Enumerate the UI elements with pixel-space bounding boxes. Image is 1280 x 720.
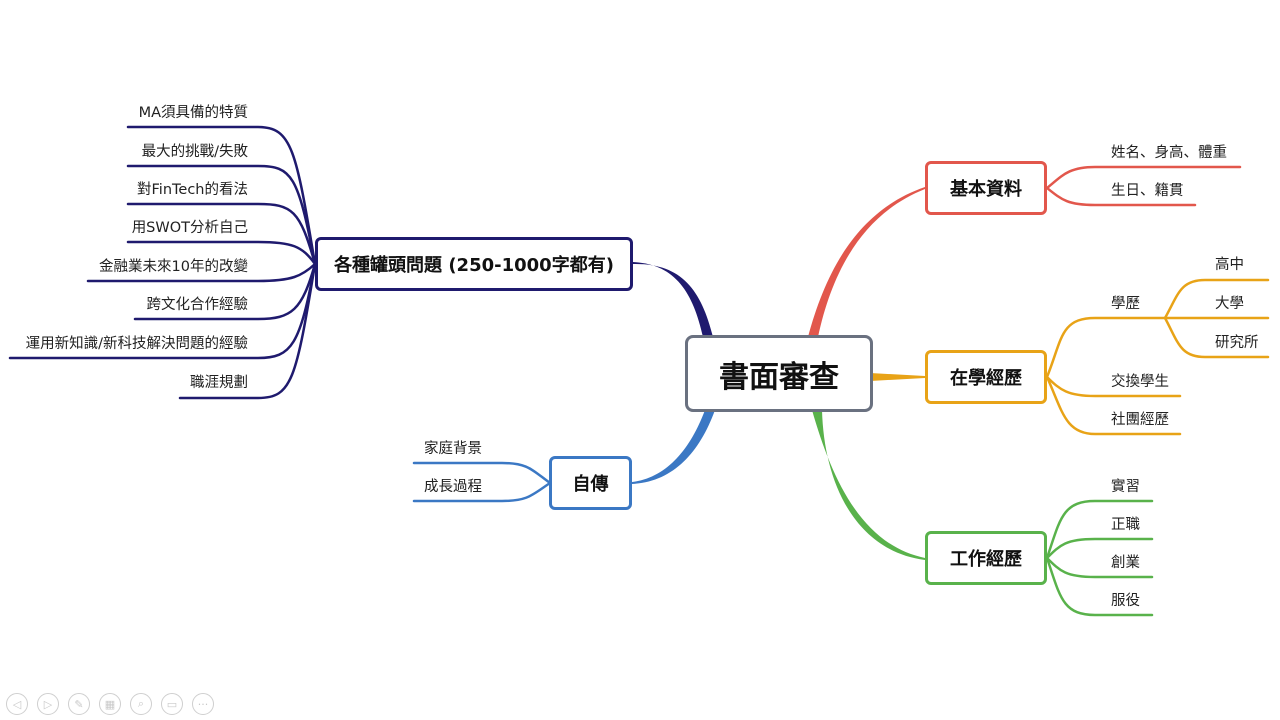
link-basic-1: [1045, 186, 1197, 207]
link-work-1: [1045, 537, 1154, 560]
subtitle-icon[interactable]: ▭: [161, 693, 183, 715]
link-essay-1: [126, 164, 317, 266]
link-autobio-1: [412, 481, 552, 503]
link-central-work: [812, 410, 925, 560]
node-autobiography[interactable]: 自傳: [549, 456, 632, 510]
link-essay-3: [126, 240, 317, 266]
leaf-essay-2[interactable]: 對FinTech的看法: [137, 182, 248, 198]
leaf-edu-1[interactable]: 大學: [1215, 296, 1244, 312]
leaf-school-0[interactable]: 交換學生: [1111, 374, 1169, 390]
link-central-essays: [633, 262, 713, 337]
leaf-edu-0[interactable]: 高中: [1215, 257, 1244, 273]
leaf-work-3[interactable]: 服役: [1111, 593, 1140, 609]
leaf-work-2[interactable]: 創業: [1111, 555, 1140, 571]
node-work-experience[interactable]: 工作經歷: [925, 531, 1047, 585]
leaf-basic-0[interactable]: 姓名、身高、體重: [1111, 145, 1227, 161]
leaf-essay-6[interactable]: 運用新知識/新科技解決問題的經驗: [25, 336, 248, 352]
link-work-3: [1045, 556, 1154, 617]
leaf-autobio-1[interactable]: 成長過程: [424, 479, 482, 495]
prev-icon[interactable]: ◁: [6, 693, 28, 715]
link-basic-0: [1045, 165, 1242, 190]
link-essay-4: [86, 262, 317, 283]
slides-icon[interactable]: ▦: [99, 693, 121, 715]
link-essay-7: [178, 262, 317, 400]
next-icon[interactable]: ▷: [37, 693, 59, 715]
leaf-essay-5[interactable]: 跨文化合作經驗: [146, 297, 249, 313]
link-central-basic: [808, 187, 925, 337]
link-school-edu: [1045, 316, 1167, 379]
more-icon[interactable]: ···: [192, 693, 214, 715]
leaf-essay-4[interactable]: 金融業未來10年的改變: [99, 259, 248, 275]
leaf-education[interactable]: 學歷: [1111, 296, 1140, 312]
link-work-2: [1045, 556, 1154, 579]
central-node[interactable]: 書面審查: [685, 335, 873, 412]
leaf-essay-1[interactable]: 最大的挑戰/失敗: [141, 144, 248, 160]
node-essay-questions[interactable]: 各種罐頭問題 (250-1000字都有): [315, 237, 633, 291]
pen-icon[interactable]: ✎: [68, 693, 90, 715]
link-central-school: [870, 373, 925, 381]
node-basic-info[interactable]: 基本資料: [925, 161, 1047, 215]
link-autobio-0: [412, 461, 552, 485]
link-essay-5: [133, 262, 317, 321]
link-edu-2: [1163, 316, 1270, 359]
leaf-work-1[interactable]: 正職: [1111, 517, 1140, 533]
zoom-icon[interactable]: ⌕: [130, 693, 152, 715]
leaf-autobio-0[interactable]: 家庭背景: [424, 441, 482, 457]
link-essay-0: [126, 125, 317, 266]
leaf-essay-3[interactable]: 用SWOT分析自己: [131, 220, 248, 236]
leaf-essay-0[interactable]: MA須具備的特質: [138, 105, 248, 121]
node-school-experience[interactable]: 在學經歷: [925, 350, 1047, 404]
link-essay-2: [126, 202, 317, 266]
leaf-school-1[interactable]: 社團經歷: [1111, 412, 1169, 428]
link-work-0: [1045, 499, 1154, 560]
link-school-0: [1045, 375, 1182, 398]
leaf-basic-1[interactable]: 生日、籍貫: [1111, 183, 1184, 199]
link-edu-0: [1163, 278, 1270, 320]
leaf-work-0[interactable]: 實習: [1111, 479, 1140, 495]
link-central-autobio: [632, 410, 715, 484]
leaf-essay-7[interactable]: 職涯規劃: [190, 375, 248, 391]
link-school-1: [1045, 375, 1182, 436]
leaf-edu-2[interactable]: 研究所: [1215, 335, 1259, 351]
